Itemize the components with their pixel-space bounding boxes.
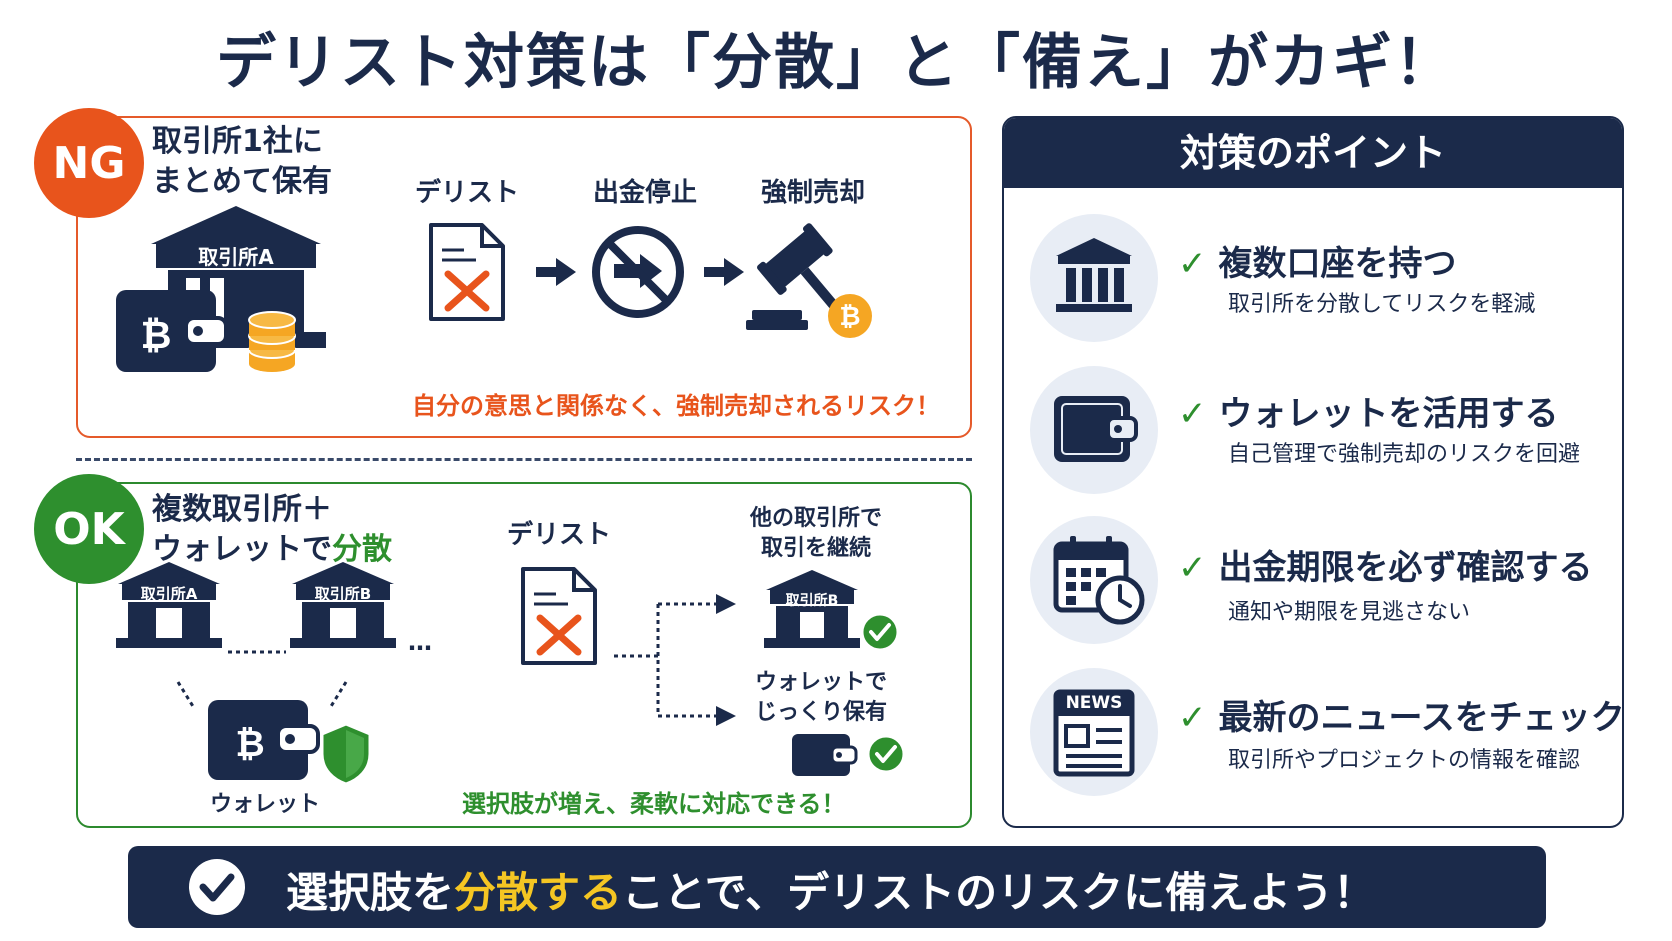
points-panel: 対策のポイント bbox=[1002, 116, 1624, 828]
banner-text: 選択肢を分散することで、デリストのリスクに備えよう！ bbox=[286, 868, 1376, 917]
dotted-connector bbox=[176, 650, 348, 709]
withdrawal-stop-icon bbox=[592, 226, 684, 318]
wallet-icon bbox=[792, 734, 858, 776]
step-forced-sale-label: 強制売却 bbox=[760, 178, 865, 208]
check-circle-icon bbox=[860, 612, 900, 652]
document-x-icon bbox=[521, 567, 597, 665]
bottom-banner: 選択肢を分散することで、デリストのリスクに備えよう！ bbox=[128, 846, 1546, 928]
bank-icon bbox=[116, 562, 222, 648]
wallet-label: ウォレット bbox=[209, 792, 320, 817]
check-icon: ✓ bbox=[1178, 698, 1207, 738]
step-delist-label: デリスト bbox=[414, 178, 519, 208]
gavel-icon: ₿ bbox=[746, 223, 872, 338]
banner-highlight: 分散する bbox=[454, 868, 623, 917]
bank-icon bbox=[764, 570, 860, 648]
exchange-a-label: 取引所A bbox=[198, 245, 274, 269]
coin-stack-icon bbox=[248, 311, 296, 372]
point-subtitle: 自己管理で強制売却のリスクを回避 bbox=[1228, 442, 1581, 467]
branch-connector bbox=[614, 594, 736, 726]
step-withdraw-stop-label: 出金停止 bbox=[592, 178, 697, 208]
check-circle-icon bbox=[189, 859, 245, 915]
shield-icon bbox=[320, 722, 372, 786]
branch-other-exchange-label: 他の取引所で 取引を継続 bbox=[749, 506, 882, 561]
ok-message: 選択肢が増え、柔軟に対応できる！ bbox=[462, 790, 846, 818]
ng-heading: 取引所1社に まとめて保有 bbox=[152, 124, 332, 199]
check-circle-icon bbox=[866, 734, 906, 774]
check-icon: ✓ bbox=[1178, 244, 1207, 284]
ok-heading-highlight: 分散 bbox=[332, 532, 392, 567]
page-title: デリスト対策は「分散」と「備え」がカギ！ bbox=[216, 28, 1456, 98]
bank-icon bbox=[1056, 238, 1132, 312]
branch-wallet-hold-label: ウォレットで じっくり保有 bbox=[754, 670, 887, 725]
document-x-icon bbox=[429, 223, 505, 321]
point-title: ✓最新のニュースをチェック bbox=[1178, 698, 1625, 738]
ok-badge: OK bbox=[34, 474, 144, 584]
check-icon: ✓ bbox=[1178, 394, 1207, 434]
exchange-a-label: 取引所A bbox=[140, 585, 198, 603]
svg-text:₿: ₿ bbox=[839, 302, 860, 332]
arrow-right-icon bbox=[536, 258, 576, 286]
ng-message: 自分の意思と関係なく、強制売却されるリスク！ bbox=[412, 392, 940, 420]
bank-icon bbox=[290, 562, 396, 648]
more-exchanges-ellipsis: … bbox=[408, 628, 432, 656]
news-icon bbox=[1053, 689, 1135, 777]
wallet-icon bbox=[1054, 396, 1138, 462]
point-title: ✓出金期限を必ず確認する bbox=[1178, 548, 1593, 588]
section-divider bbox=[76, 458, 972, 461]
point-subtitle: 取引所を分散してリスクを軽減 bbox=[1228, 292, 1536, 317]
wallet-icon: ₿ bbox=[208, 700, 320, 780]
wallet-icon: ₿ bbox=[116, 290, 228, 372]
check-icon: ✓ bbox=[1178, 548, 1207, 588]
news-label: NEWS bbox=[1065, 693, 1123, 713]
arrow-right-icon bbox=[704, 258, 744, 286]
calendar-clock-icon bbox=[1053, 536, 1145, 625]
point-subtitle: 取引所やプロジェクトの情報を確認 bbox=[1228, 748, 1581, 773]
point-icon-circle bbox=[1030, 214, 1158, 342]
points-heading: 対策のポイント bbox=[1004, 118, 1622, 188]
svg-text:₿: ₿ bbox=[235, 724, 264, 765]
branch-exchange-b-label: 取引所B bbox=[785, 593, 839, 609]
point-subtitle: 通知や期限を見逃さない bbox=[1228, 600, 1471, 625]
ok-delist-label: デリスト bbox=[506, 520, 611, 550]
exchange-b-label: 取引所B bbox=[314, 585, 372, 603]
ng-badge: NG bbox=[34, 108, 144, 218]
svg-text:₿: ₿ bbox=[141, 313, 172, 357]
point-title: ✓ウォレットを活用する bbox=[1178, 394, 1559, 434]
ok-heading: 複数取引所＋ ウォレットで分散 bbox=[152, 492, 392, 567]
point-title: ✓複数口座を持つ bbox=[1178, 244, 1457, 284]
